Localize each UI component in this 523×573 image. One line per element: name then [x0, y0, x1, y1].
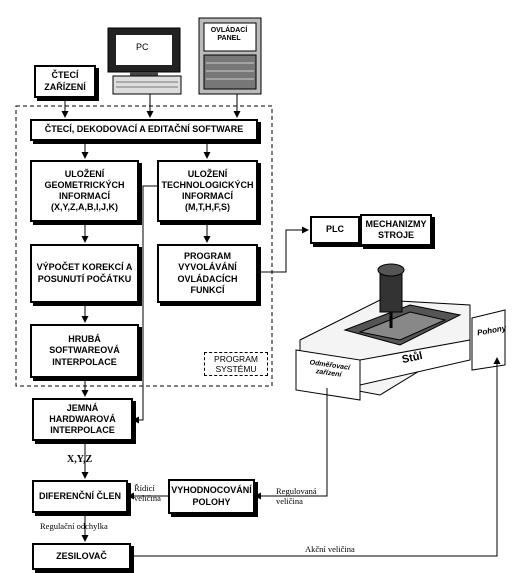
machine-table-graphic — [295, 263, 506, 401]
ulozeni-geometrickych-block: ULOŽENÍ GEOMETRICKÝCH INFORMACÍ (X,Y,Z,A… — [30, 160, 139, 222]
mechanizmy-stroje-block: MECHANIZMY STROJE — [360, 214, 432, 246]
vyhodnocovani-polohy-block: VYHODNOCOVÁNÍ POLOHY — [168, 479, 255, 514]
ridici-velicina-label: Řídicí veličina — [134, 483, 161, 504]
plc-block: PLC — [310, 216, 360, 244]
program-vyvolavani-block: PROGRAM VYVOLÁVÁNÍ OVLÁDACÍCH FUNKCÍ — [157, 244, 258, 303]
jemna-interpolace-block: JEMNÁ HARDWAROVÁ INTERPOLACE — [32, 398, 133, 441]
regulovana-velicina-label: Regulovaná veličina — [276, 486, 317, 507]
ovladaci-panel-label: OVLÁDACÍ PANEL — [210, 27, 248, 43]
diferencni-clen-block: DIFERENČNÍ ČLEN — [32, 480, 128, 513]
program-systemu-label: PROGRAM SYSTÉMU — [204, 352, 268, 377]
software-block: ČTECÍ, DEKODOVACÍ A EDITAČNÍ SOFTWARE — [30, 119, 258, 141]
regulacni-odchylka-label: Regulační odchylka — [40, 521, 108, 531]
xyz-label: X,Y,Z — [67, 454, 93, 465]
pc-label: PC — [136, 42, 149, 52]
cteci-zarizeni-block: ČTECÍ ZAŘÍZENÍ — [34, 65, 96, 98]
pc-monitor-icon — [107, 27, 182, 95]
hruba-interpolace-block: HRUBÁ SOFTWAREOVÁ INTERPOLACE — [30, 324, 139, 378]
zesilovac-block: ZESILOVAČ — [32, 543, 131, 570]
software-boundary — [15, 105, 273, 387]
vypocet-korekci-block: VÝPOČET KOREKCÍ A POSUNUTÍ POČÁTKU — [30, 244, 139, 303]
akcni-velicina-label: Akční veličina — [305, 544, 355, 554]
control-panel-icon — [198, 17, 262, 95]
ulozeni-technologickych-block: ULOŽENÍ TECHNOLOGICKÝCH INFORMACÍ (M,T,H… — [157, 160, 258, 222]
